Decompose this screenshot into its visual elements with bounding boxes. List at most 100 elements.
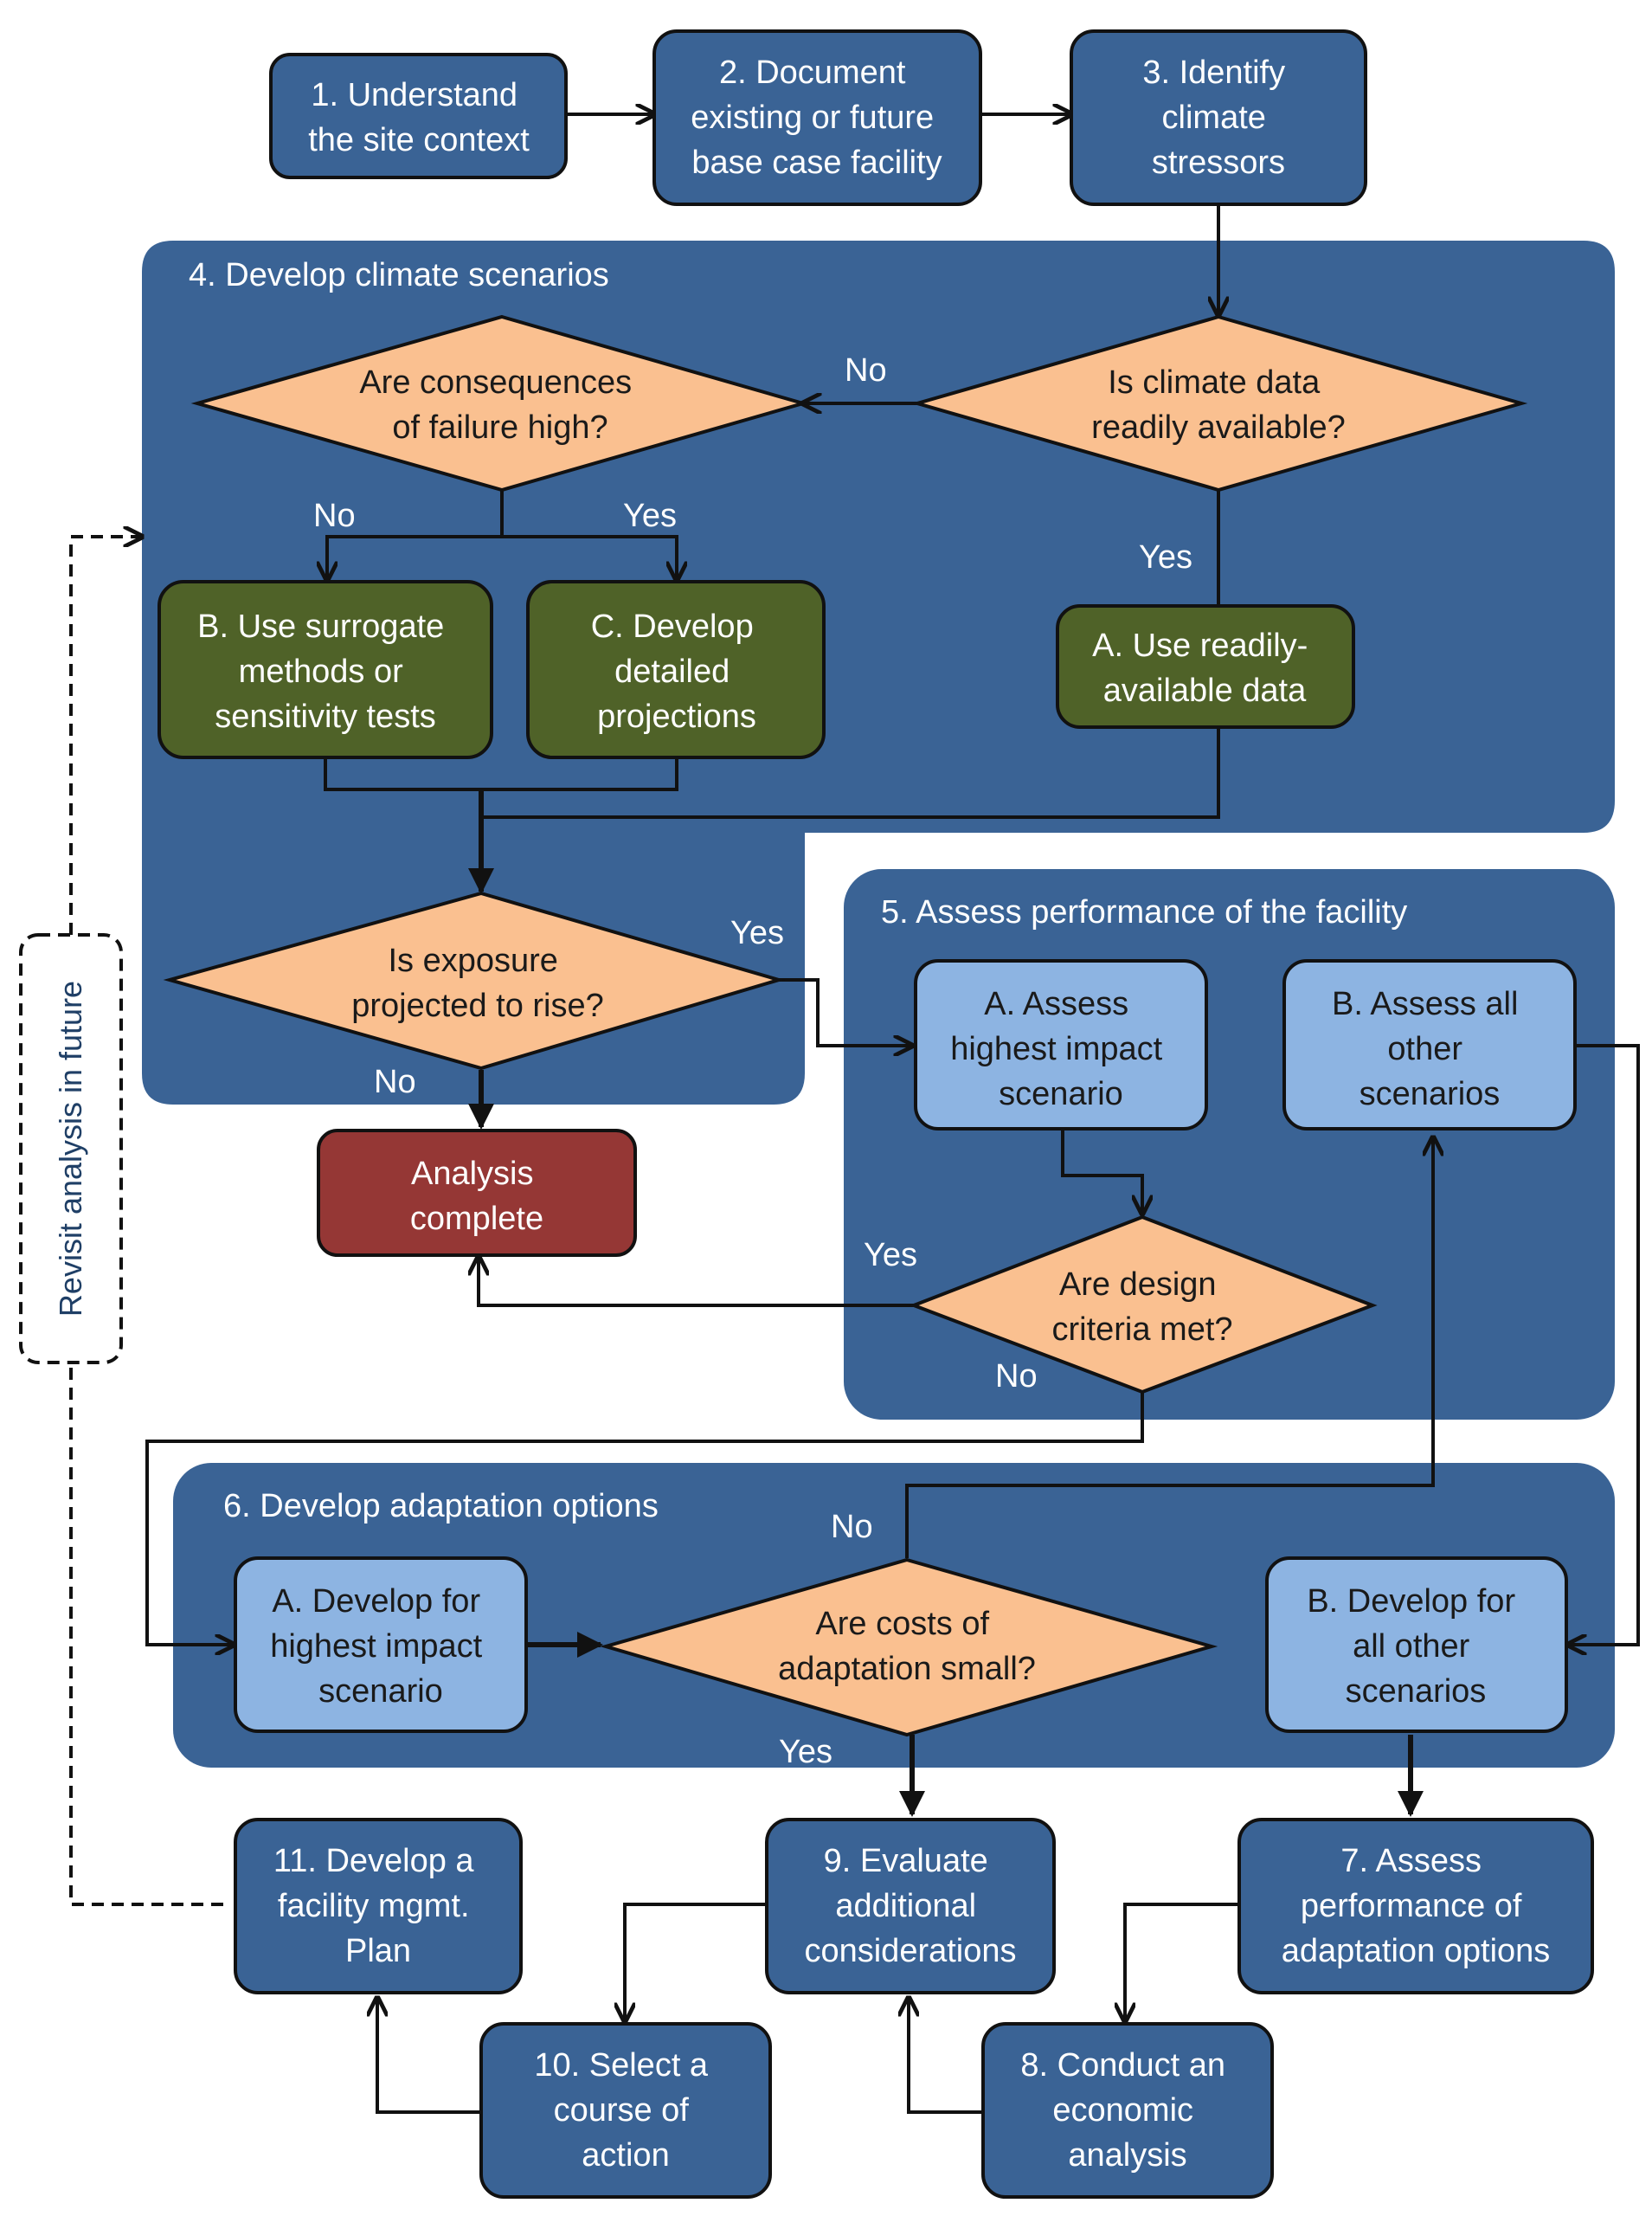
- step-11-line-1: 11. Develop a: [273, 1843, 475, 1879]
- edge-s10-s11: [377, 1998, 481, 2114]
- step-7-line-3: adaptation options: [1282, 1933, 1551, 1969]
- exposure-line-2: projected to rise?: [351, 988, 604, 1024]
- label-costs-yes: Yes: [779, 1734, 832, 1770]
- decision-consequences-text: Are consequences of failure high?: [359, 364, 640, 446]
- option-6b-box: [1265, 1556, 1568, 1733]
- terminal-line-1: Analysis: [411, 1156, 534, 1192]
- label-cons-no: No: [313, 498, 356, 534]
- step-11-line-3: Plan: [345, 1933, 411, 1969]
- decision-design: [909, 1214, 1378, 1395]
- step-2-text: 2. Document existing or future base case…: [691, 55, 942, 181]
- design-line-2: criteria met?: [1051, 1311, 1232, 1348]
- step-8-text: 8. Conduct an economic analysis: [1020, 2047, 1234, 2174]
- edge-revisit-upper: [69, 537, 142, 935]
- label-design-no: No: [995, 1358, 1038, 1395]
- panel-5-title: 5. Assess performance of the facility: [881, 894, 1407, 931]
- option-4a-line-1: A. Use readily-: [1092, 628, 1308, 664]
- option-4b-line-3: sensitivity tests: [215, 699, 436, 735]
- decision-exposure: [163, 891, 786, 1071]
- edge-5b-6b: [1568, 1044, 1640, 1645]
- step-3-line-1: 3. Identify: [1142, 55, 1285, 91]
- edge-qcons-split: [327, 490, 504, 580]
- step-1-text: 1. Understand the site context: [308, 77, 530, 158]
- option-4b-box: [157, 580, 493, 759]
- step-8-line-2: economic: [1052, 2092, 1193, 2129]
- edge-s8-s9: [909, 1998, 983, 2114]
- option-4b-line-1: B. Use surrogate: [197, 609, 444, 645]
- edge-revisit-lower: [69, 1362, 223, 1906]
- step-9-line-1: 9. Evaluate: [824, 1843, 988, 1879]
- step-9-box: [765, 1818, 1056, 1994]
- option-4c-line-3: projections: [597, 699, 756, 735]
- edge-qcons-yes: [502, 535, 677, 580]
- step-10-line-1: 10. Select a: [534, 2047, 709, 2084]
- step-7-text: 7. Assess performance of adaptation opti…: [1282, 1843, 1551, 1969]
- option-5b-text: B. Assess all other scenarios: [1332, 986, 1527, 1112]
- costs-line-1: Are costs of: [815, 1606, 989, 1642]
- edge-a-merge: [481, 727, 1220, 819]
- option-6b-line-2: all other: [1353, 1628, 1470, 1665]
- option-5b-box: [1282, 959, 1577, 1131]
- option-4c-text: C. Develop detailed projections: [591, 609, 763, 735]
- connectors: [69, 114, 1640, 2114]
- panel-6-title: 6. Develop adaptation options: [223, 1488, 659, 1524]
- edge-qdesign-yes: [479, 1257, 914, 1307]
- step-7-box: [1237, 1818, 1594, 1994]
- decision-exposure-text: Is exposure projected to rise?: [351, 943, 604, 1024]
- step-10-text: 10. Select a course of action: [534, 2047, 717, 2174]
- step-1-line-1: 1. Understand: [311, 77, 517, 113]
- edge-qdesign-no: [145, 1392, 1144, 1645]
- option-6a-line-3: scenario: [318, 1673, 443, 1710]
- climate-data-line-2: readily available?: [1091, 409, 1346, 446]
- revisit-label: Revisit analysis in future: [53, 981, 88, 1317]
- costs-line-2: adaptation small?: [778, 1651, 1036, 1687]
- step-8-line-3: analysis: [1068, 2137, 1186, 2174]
- step-7-line-2: performance of: [1301, 1888, 1522, 1924]
- decision-design-text: Are design criteria met?: [1051, 1266, 1232, 1348]
- step-11-text: 11. Develop a facility mgmt. Plan: [273, 1843, 483, 1969]
- step-3-line-2: climate: [1162, 100, 1266, 136]
- option-4a-box: [1056, 604, 1355, 729]
- terminal-line-2: complete: [410, 1201, 543, 1237]
- option-6a-box: [234, 1556, 528, 1733]
- label-cons-yes: Yes: [623, 498, 677, 534]
- label-exposure-no: No: [374, 1064, 416, 1100]
- option-6b-text: B. Develop for all other scenarios: [1307, 1583, 1524, 1710]
- design-line-1: Are design: [1059, 1266, 1217, 1303]
- step-10-line-2: course of: [554, 2092, 690, 2129]
- edge-qcosts-no: [905, 1137, 1433, 1558]
- option-6a-line-1: A. Develop for: [272, 1583, 480, 1620]
- option-6a-text: A. Develop for highest impact scenario: [270, 1583, 492, 1710]
- step-2-line-3: base case facility: [691, 145, 942, 181]
- option-5a-line-3: scenario: [999, 1076, 1123, 1112]
- step-1-box: [269, 53, 568, 179]
- label-costs-no: No: [831, 1509, 873, 1545]
- edge-s9-s10: [625, 1903, 767, 2021]
- option-4a-text: A. Use readily- available data: [1092, 628, 1317, 709]
- step-2-box: [652, 29, 982, 206]
- consequences-line-2: of failure high?: [392, 409, 607, 446]
- option-5b-line-3: scenarios: [1360, 1076, 1501, 1112]
- consequences-line-1: Are consequences: [359, 364, 632, 401]
- step-10-box: [479, 2022, 772, 2199]
- label-data-no: No: [845, 352, 887, 389]
- decision-climate-data-text: Is climate data readily available?: [1091, 364, 1346, 446]
- step-9-line-2: additional: [835, 1888, 976, 1924]
- step-11-line-2: facility mgmt.: [278, 1888, 470, 1924]
- option-6b-line-1: B. Develop for: [1307, 1583, 1515, 1620]
- option-4b-text: B. Use surrogate methods or sensitivity …: [197, 609, 453, 735]
- step-3-line-3: stressors: [1152, 145, 1285, 181]
- label-exposure-yes: Yes: [730, 915, 784, 951]
- option-4c-line-2: detailed: [614, 654, 730, 690]
- exposure-line-1: Is exposure: [388, 943, 557, 979]
- step-10-line-3: action: [582, 2137, 669, 2174]
- label-design-yes: Yes: [864, 1237, 917, 1273]
- step-9-line-3: considerations: [804, 1933, 1016, 1969]
- option-4a-line-2: available data: [1103, 673, 1307, 709]
- option-5a-text: A. Assess highest impact scenario: [950, 986, 1172, 1112]
- step-11-box: [234, 1818, 523, 1994]
- step-8-line-1: 8. Conduct an: [1020, 2047, 1225, 2084]
- terminal-text: Analysis complete: [410, 1156, 543, 1237]
